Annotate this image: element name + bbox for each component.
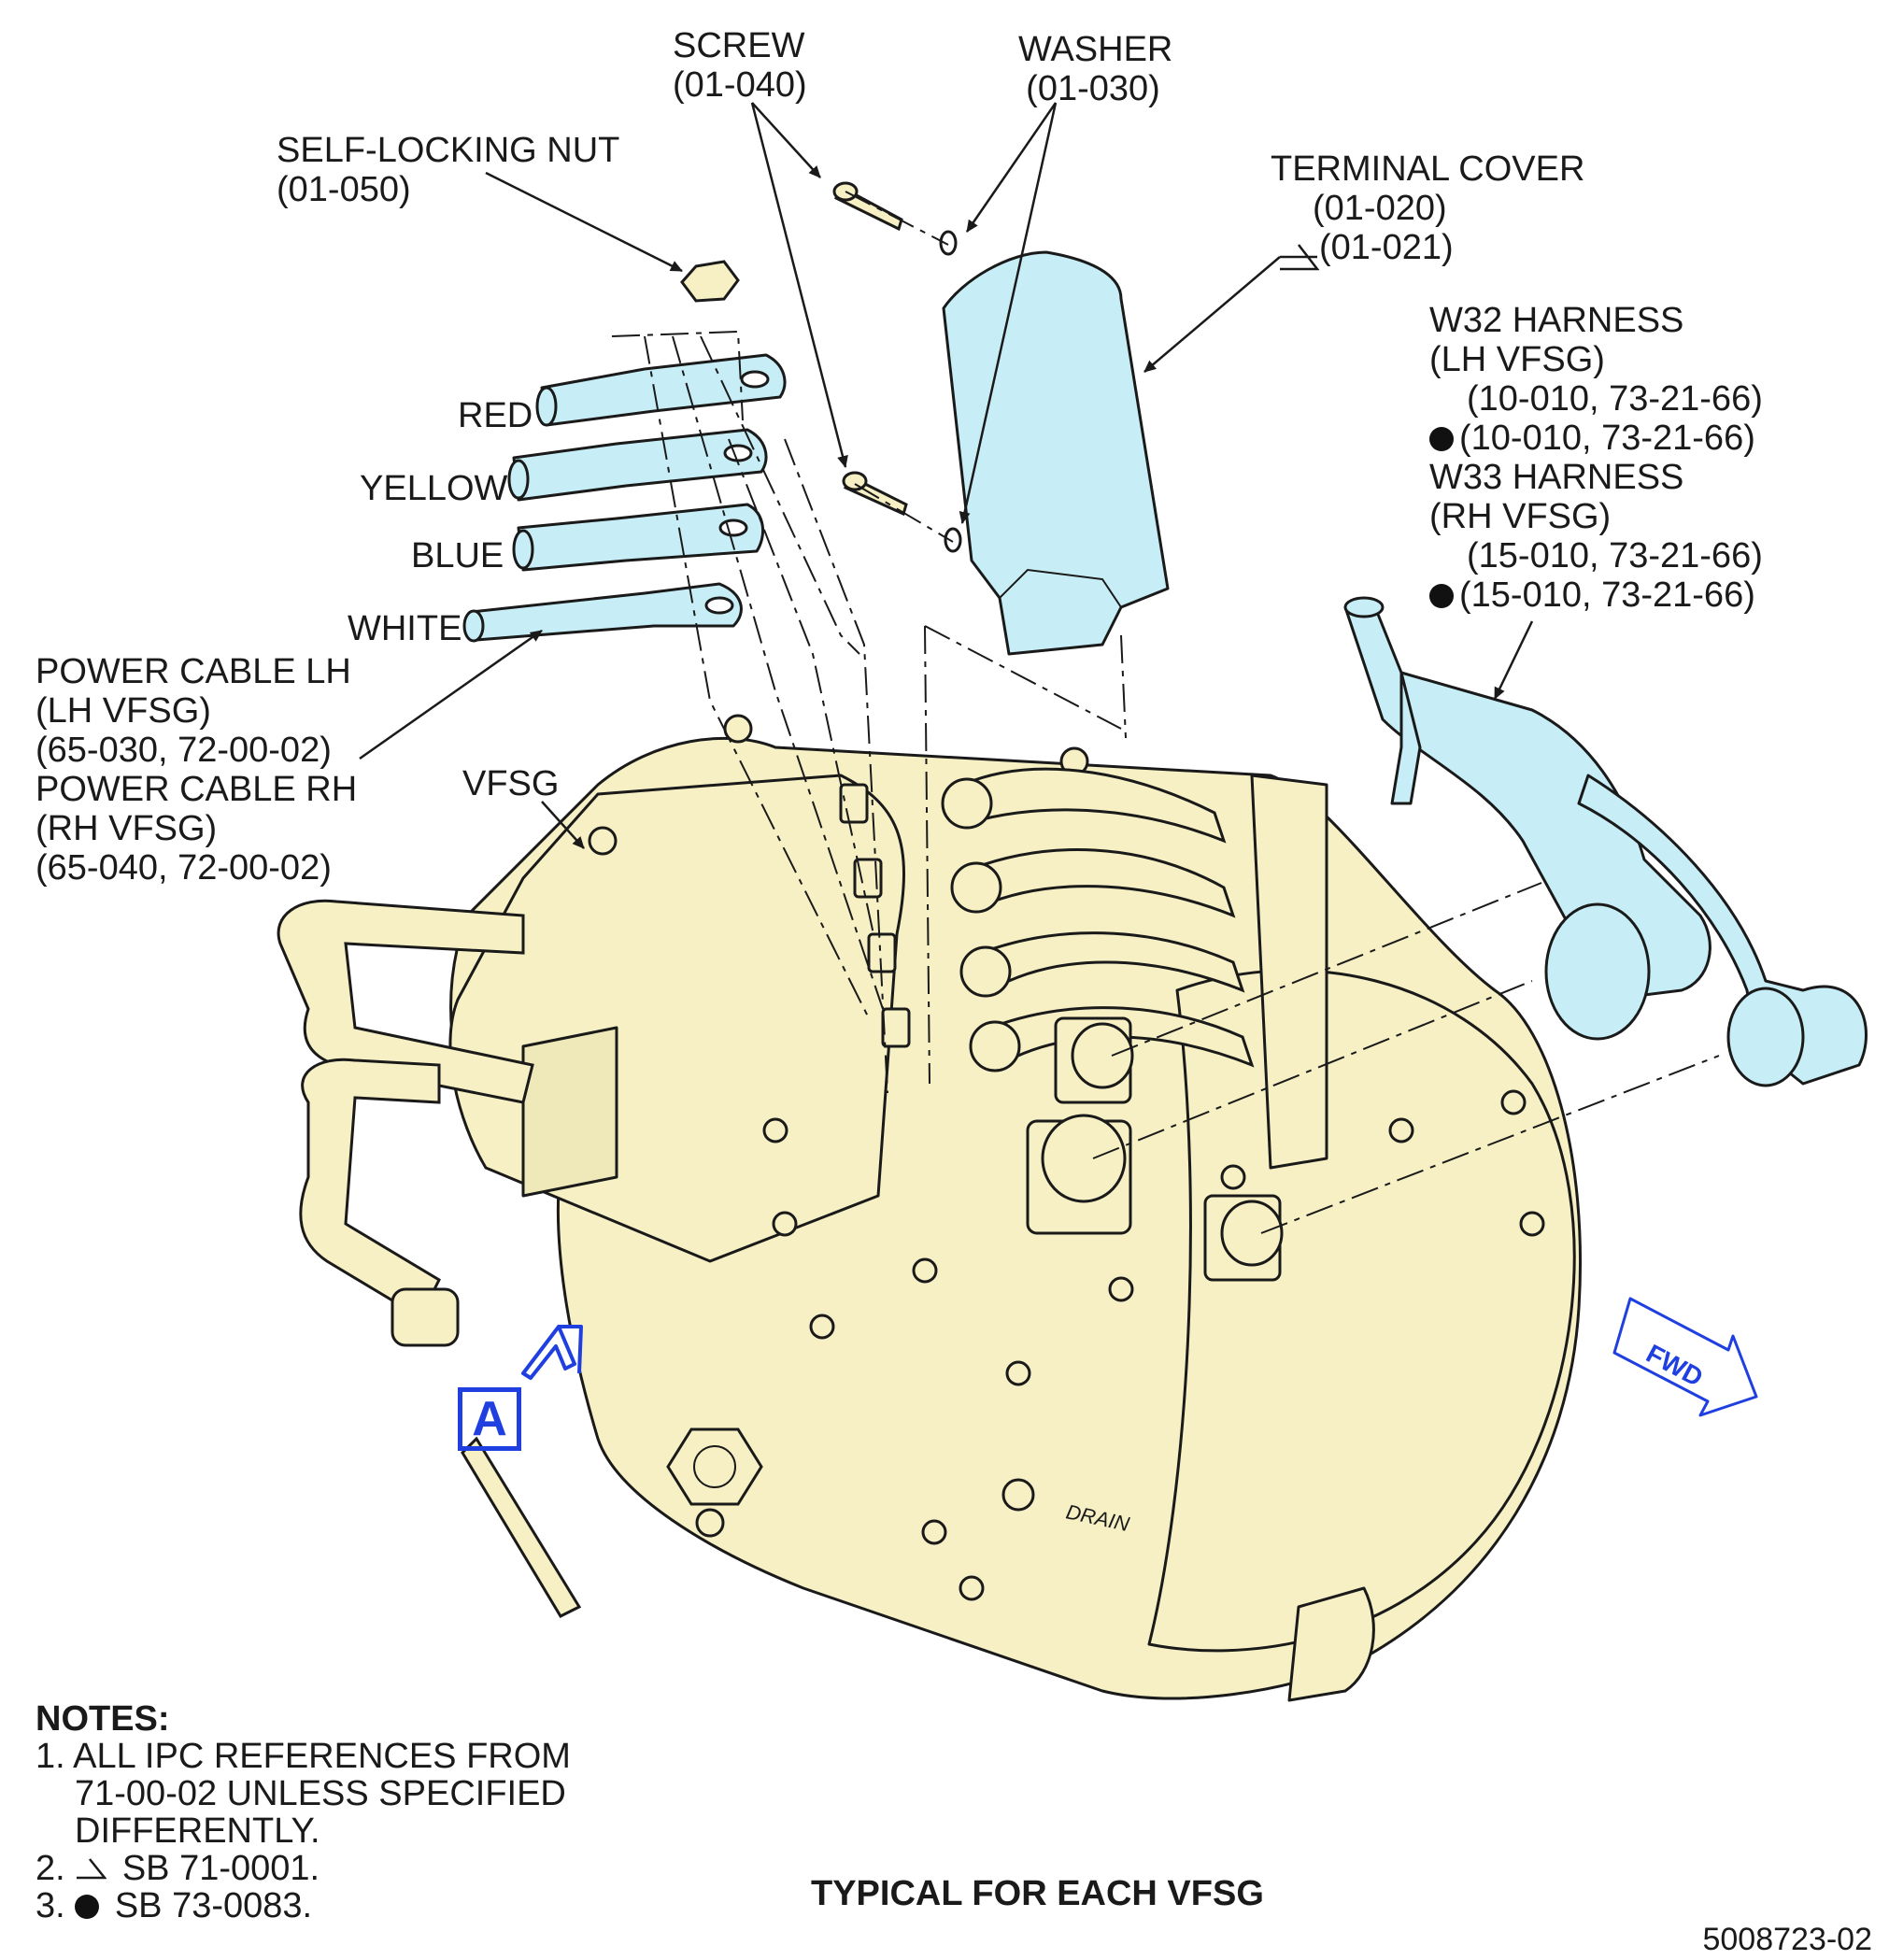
notes-block: NOTES: 1. ALL IPC REFERENCES FROM 71-00-… xyxy=(36,1700,571,1924)
view-a-callout[interactable]: A xyxy=(458,1387,521,1451)
screw-label: SCREW (01-040) xyxy=(673,26,807,105)
body-bolts xyxy=(588,714,1545,1601)
w33-side: (RH VFSG) xyxy=(1429,497,1612,536)
w33-ref-2: (15-010, 73-21-66) xyxy=(1429,575,1763,615)
view-a-arrow xyxy=(521,1325,583,1380)
power-cable-rh-side: (RH VFSG) xyxy=(36,809,218,848)
power-cable-lh-title: POWER CABLE LH xyxy=(36,652,351,691)
washers xyxy=(939,230,962,553)
screw-ref: (01-040) xyxy=(673,65,807,105)
vfsg-label: VFSG xyxy=(462,764,560,803)
sb-73-0083-bullet-icon xyxy=(1429,584,1454,608)
screw-title: SCREW xyxy=(673,26,805,65)
power-cable-label: POWER CABLE LH (LH VFSG) (65-030, 72-00-… xyxy=(36,652,357,888)
self-locking-nut xyxy=(680,260,740,303)
w32-ref-2: (10-010, 73-21-66) xyxy=(1429,419,1763,458)
w32-harness-label: W32 HARNESS (LH VFSG) (10-010, 73-21-66)… xyxy=(1429,301,1763,458)
fwd-arrow: FWD xyxy=(1612,1297,1758,1417)
nut-title: SELF-LOCKING NUT xyxy=(277,131,620,170)
power-cable-lh-side: (LH VFSG) xyxy=(36,691,211,731)
terminal-cover-title: TERMINAL COVER xyxy=(1271,149,1585,189)
screws xyxy=(832,181,908,517)
note-3: 3. SB 73-0083. xyxy=(36,1886,313,1925)
note-2: 2. SB 71-0001. xyxy=(36,1849,320,1888)
washer-ref: (01-030) xyxy=(1026,69,1160,108)
note-1-line-2: 71-00-02 UNLESS SPECIFIED xyxy=(75,1774,566,1813)
sb-73-0083-bullet-icon xyxy=(1429,427,1454,451)
assembly-center-lines xyxy=(611,191,1720,1234)
washer-title: WASHER xyxy=(1018,30,1173,69)
cable-red-label: RED xyxy=(458,396,533,435)
nut-ref: (01-050) xyxy=(277,170,411,209)
cable-blue-label: BLUE xyxy=(411,536,504,575)
notes-title: NOTES: xyxy=(36,1699,170,1739)
washer-label: WASHER (01-030) xyxy=(1018,30,1173,108)
sb-71-0001-flag-icon xyxy=(75,1857,107,1880)
receptacles xyxy=(1026,1016,1284,1282)
w32-title: W32 HARNESS xyxy=(1429,301,1684,340)
hex-plug xyxy=(666,1427,763,1506)
w32-ref-1: (10-010, 73-21-66) xyxy=(1467,379,1763,419)
terminal-cover-ref-2: (01-021) xyxy=(1319,228,1454,267)
power-cable-rh-title: POWER CABLE RH xyxy=(36,770,358,809)
w33-harness-label: W33 HARNESS (RH VFSG) (15-010, 73-21-66)… xyxy=(1429,458,1763,615)
w33-title: W33 HARNESS xyxy=(1429,458,1684,497)
cable-white-label: WHITE xyxy=(348,609,462,648)
power-cable-rh-ref: (65-040, 72-00-02) xyxy=(36,848,332,888)
note-1-line-3: DIFFERENTLY. xyxy=(75,1811,320,1851)
document-number: 5008723-02 xyxy=(1702,1922,1872,1957)
terminal-cover-ref-1: (01-020) xyxy=(1313,189,1447,228)
w33-ref-1: (15-010, 73-21-66) xyxy=(1467,536,1763,575)
caption: TYPICAL FOR EACH VFSG xyxy=(811,1874,1264,1913)
leader-lines xyxy=(359,102,1534,849)
harness-assembly xyxy=(1343,596,1868,1087)
power-cable-bundle xyxy=(462,353,787,643)
terminal-cover-label: TERMINAL COVER (01-020) (01-021) xyxy=(1271,149,1584,267)
w32-side: (LH VFSG) xyxy=(1429,340,1605,379)
power-cable-lh-ref: (65-030, 72-00-02) xyxy=(36,731,332,770)
sb-73-0083-bullet-icon xyxy=(75,1895,100,1919)
note-1-line-1: 1. ALL IPC REFERENCES FROM xyxy=(36,1737,571,1776)
sb-71-0001-flag xyxy=(1280,244,1320,271)
self-locking-nut-label: SELF-LOCKING NUT (01-050) xyxy=(277,131,619,209)
cable-yellow-label: YELLOW xyxy=(360,469,508,508)
